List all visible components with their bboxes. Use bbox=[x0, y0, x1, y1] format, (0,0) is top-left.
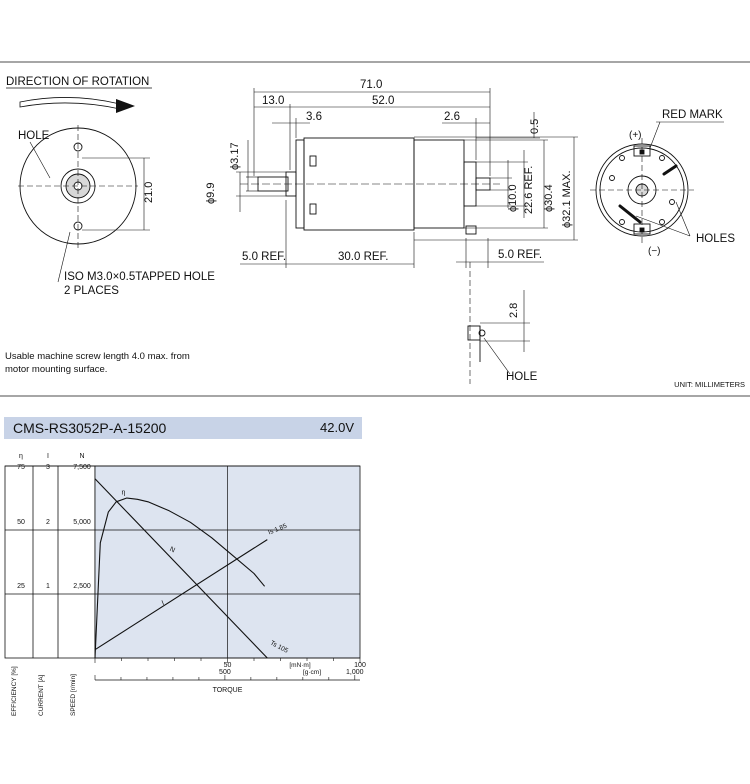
current-line bbox=[94, 539, 268, 651]
dim-2-8: 2.8 bbox=[508, 303, 520, 318]
axis-tick-label: 75 bbox=[17, 464, 25, 471]
dim-9-9: ϕ9.9 bbox=[205, 183, 217, 204]
dim-5-ref-left: 5.0 REF. bbox=[242, 251, 286, 263]
x-unit-label-2: [g·cm] bbox=[303, 669, 321, 676]
dim-71: 71.0 bbox=[360, 79, 382, 91]
front-view bbox=[18, 125, 150, 283]
red-mark-label: RED MARK bbox=[662, 109, 723, 121]
axis-tick-label: 5,000 bbox=[73, 519, 91, 526]
model-name: CMS-RS3052P-A-15200 bbox=[13, 420, 167, 436]
side-view bbox=[236, 88, 578, 384]
model-header: CMS-RS3052P-A-15200 42.0V bbox=[4, 417, 362, 439]
tapped-hole-label-1: ISO M3.0×0.5TAPPED HOLE bbox=[64, 271, 215, 283]
tapped-hole-label-2: 2 PLACES bbox=[64, 285, 119, 297]
dim-52: 52.0 bbox=[372, 95, 394, 107]
dim-3-17: ϕ3.17 bbox=[229, 142, 241, 170]
axis-title: CURRENT [A] bbox=[38, 674, 45, 716]
series-label-speed: N bbox=[168, 546, 175, 554]
axis-tick-label: 25 bbox=[17, 583, 25, 590]
x-tick-label: 100 bbox=[354, 662, 366, 669]
mechanical-drawing: DIRECTION OF ROTATION HOLE 21.0 ISO M3.0… bbox=[0, 61, 750, 397]
hole-label-left: HOLE bbox=[18, 130, 50, 142]
dim-2-6: 2.6 bbox=[444, 111, 460, 123]
axis-symbol: I bbox=[47, 453, 49, 460]
dim-30-ref: 30.0 REF. bbox=[338, 251, 389, 263]
axis-tick-label: 7,500 bbox=[73, 464, 91, 471]
x-unit-label: [mN·m] bbox=[289, 662, 310, 669]
direction-of-rotation-label: DIRECTION OF ROTATION bbox=[6, 76, 149, 88]
axis-title: SPEED [r/min] bbox=[70, 674, 77, 716]
unit-label: UNIT: MILLIMETERS bbox=[674, 380, 745, 389]
dim-5-ref-right: 5.0 REF. bbox=[498, 249, 542, 261]
model-voltage: 42.0V bbox=[320, 420, 354, 435]
dim-10: ϕ10.0 bbox=[507, 184, 519, 212]
rear-view bbox=[590, 121, 724, 246]
dim-22-6: 22.6 REF. bbox=[523, 166, 535, 214]
dim-3-6: 3.6 bbox=[306, 111, 322, 123]
axis-title: EFFICIENCY [%] bbox=[11, 666, 18, 716]
axis-tick-label: 2 bbox=[46, 519, 50, 526]
rotation-arrow-icon bbox=[19, 97, 135, 113]
axis-symbol: η bbox=[19, 453, 23, 460]
holes-label: HOLES bbox=[696, 233, 735, 245]
axis-panel bbox=[4, 465, 96, 659]
x-axis-title: TORQUE bbox=[213, 687, 243, 694]
dim-21: 21.0 bbox=[143, 182, 155, 203]
axis-tick-label: 3 bbox=[46, 464, 50, 471]
speed-line bbox=[94, 478, 268, 659]
usable-screw-note-2: motor mounting surface. bbox=[5, 364, 108, 375]
series-label-current: I bbox=[161, 600, 165, 607]
hole-label-bottom: HOLE bbox=[506, 371, 538, 383]
x-tick-label-2: 1,000 bbox=[346, 669, 364, 676]
dim-13: 13.0 bbox=[262, 95, 284, 107]
dim-32-1: ϕ32.1 MAX. bbox=[561, 170, 573, 228]
usable-screw-note-1: Usable machine screw length 4.0 max. fro… bbox=[5, 351, 190, 362]
axis-tick-label: 50 bbox=[17, 519, 25, 526]
plus-terminal-label: (+) bbox=[629, 130, 642, 141]
axis-tick-label: 2,500 bbox=[73, 583, 91, 590]
x-tick-label: 50 bbox=[224, 662, 232, 669]
axis-symbol: N bbox=[79, 453, 84, 460]
axis-tick-label: 1 bbox=[46, 583, 50, 590]
minus-terminal-label: (−) bbox=[648, 246, 661, 257]
dim-0-5: 0.5 bbox=[529, 119, 541, 134]
dim-30-4: ϕ30.4 bbox=[543, 184, 555, 212]
series-label-efficiency: η bbox=[122, 490, 126, 497]
x-tick-label-2: 500 bbox=[219, 669, 231, 676]
efficiency-curve bbox=[94, 497, 266, 659]
